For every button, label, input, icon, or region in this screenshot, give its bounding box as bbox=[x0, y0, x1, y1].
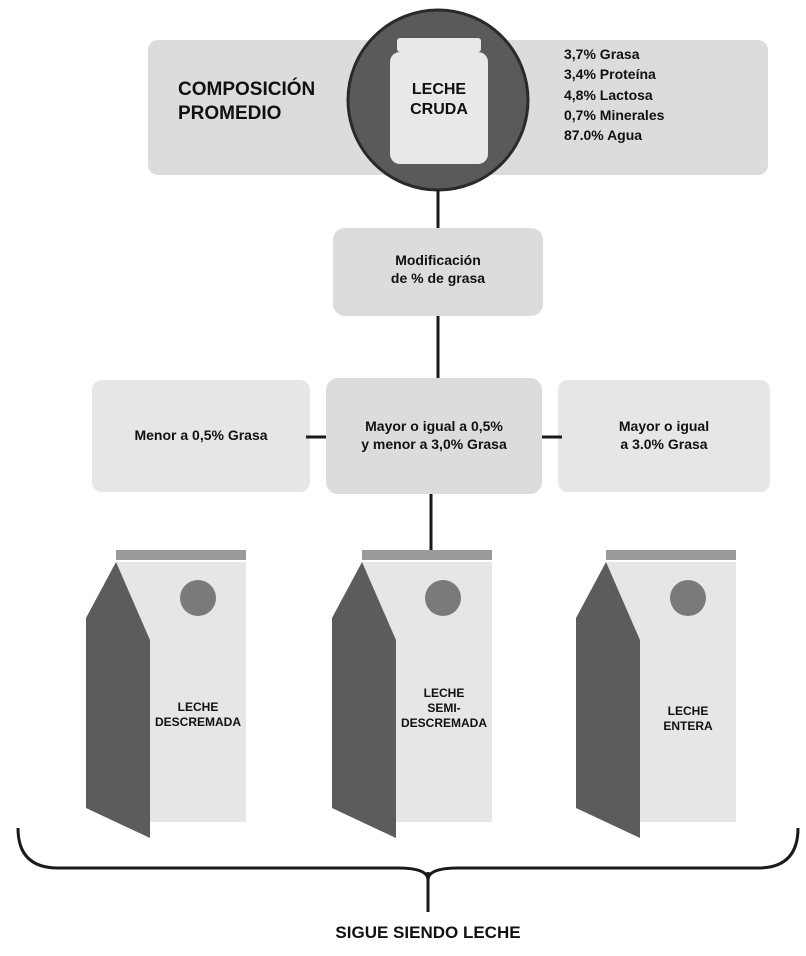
component-item: 4,8% Lactosa bbox=[564, 86, 653, 103]
modification-box bbox=[333, 228, 543, 316]
branch-box-low-fat bbox=[92, 380, 310, 492]
carton-skim bbox=[86, 550, 246, 838]
product-whole-label: LECHE ENTERA bbox=[663, 704, 713, 733]
carton-semi-skim bbox=[332, 550, 492, 838]
milk-bottle-icon bbox=[390, 38, 488, 164]
grouping-bracket bbox=[16, 827, 800, 881]
components-list: 3,7% Grasa 3,4% Proteína 4,8% Lactosa 0,… bbox=[564, 44, 664, 145]
component-item: 87.0% Agua bbox=[564, 127, 643, 144]
condition-low-fat: Menor a 0,5% Grasa bbox=[134, 427, 268, 443]
product-skim-label: LECHE DESCREMADA bbox=[154, 700, 241, 729]
component-item: 3,7% Grasa bbox=[564, 46, 640, 62]
branch-box-high-fat bbox=[558, 380, 770, 492]
condition-high-fat: Mayor o igual a 3.0% Grasa bbox=[618, 418, 710, 452]
carton-whole bbox=[576, 550, 736, 838]
modification-label: Modificación de % de grasa bbox=[390, 252, 486, 286]
component-item: 0,7% Minerales bbox=[564, 106, 665, 123]
composition-title: COMPOSICIÓN PROMEDIO bbox=[178, 79, 316, 124]
raw-milk-label: LECHE CRUDA bbox=[410, 81, 468, 118]
component-item: 3,4% Proteína bbox=[564, 66, 656, 83]
product-semi-skim-label: LECHE SEMI- DESCREMADA bbox=[400, 686, 487, 730]
conclusion-label: SIGUE SIENDO LECHE bbox=[335, 923, 521, 942]
condition-mid-fat: Mayor o igual a 0,5% y menor a 3,0% Gras… bbox=[361, 418, 507, 452]
branch-box-mid-fat bbox=[326, 378, 542, 494]
